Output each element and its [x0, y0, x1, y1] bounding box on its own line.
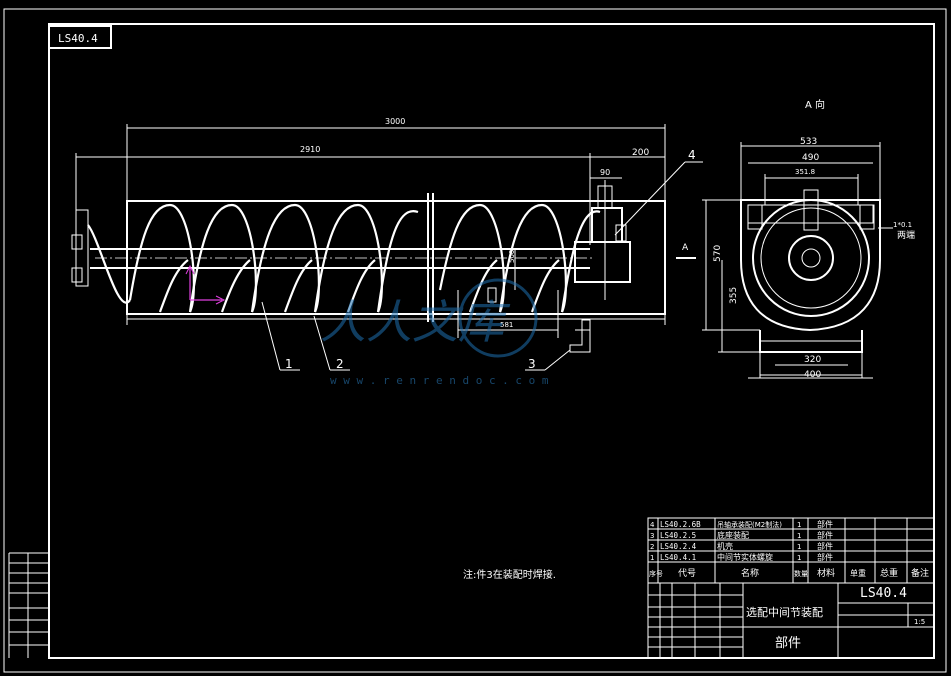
title-name: 选配中间节装配 — [746, 606, 823, 619]
balloon-2: 2 — [336, 357, 344, 371]
screw-flights — [87, 203, 601, 313]
bom-row-mat: 部件 — [817, 552, 833, 562]
bom-row-name: 机壳 — [717, 541, 733, 551]
arrow-label: A — [682, 243, 689, 253]
bom-row-qty: 1 — [797, 543, 801, 551]
outer-border — [3, 8, 947, 673]
assembly-note: 注:件3在装配时焊接. — [463, 568, 556, 581]
bom-header-no: 序号 — [649, 569, 663, 578]
housing — [126, 200, 666, 315]
bom-row-name: 中间节实体螺旋 — [717, 552, 773, 562]
dim-w490: 490 — [802, 153, 819, 163]
balloon-3: 3 — [528, 357, 536, 371]
side-note: 1*0.1 — [893, 221, 912, 229]
front-dimensions: 3000 2910 200 90 — [75, 117, 666, 245]
dim-h570: 570 — [713, 245, 723, 262]
svg-text:人人文库: 人人文库 — [320, 295, 511, 349]
dim-small: 90 — [600, 168, 610, 177]
dim-overall: 3000 — [385, 117, 405, 126]
bom-table: 4 LS40.2.6B 吊轴承装配(M2制法) 1 部件 3 LS40.2.5 … — [647, 517, 935, 584]
title-scale: 1:5 — [914, 618, 925, 626]
dim-w400: 400 — [804, 370, 821, 380]
code-box — [48, 25, 112, 49]
bom-row-no: 3 — [650, 532, 654, 540]
dim-span: 2910 — [300, 145, 320, 154]
title-code: LS40.4 — [860, 586, 907, 601]
title-type: 部件 — [775, 636, 801, 651]
view-label: A 向 — [805, 98, 825, 111]
watermark-url: w w w . r e n r e n d o c . c o m — [330, 374, 549, 387]
hanger-bearing — [574, 180, 631, 300]
side-note-2: 两端 — [897, 229, 915, 241]
balloon-1: 1 — [285, 357, 293, 371]
dim-w-inner: 351.8 — [795, 168, 815, 176]
bom-header-mat: 材料 — [817, 567, 835, 579]
bom-header-qty: 数量 — [794, 569, 808, 578]
front-view: 500 581 3000 2910 200 90 1 2 — [71, 117, 703, 371]
watermark: 人人文库 w w w . r e n r e n d o c . c o m — [320, 278, 549, 387]
title-block: LS40.4 选配中间节装配 部件 1:5 — [647, 582, 935, 659]
bom-header-unit-w: 单重 — [850, 568, 866, 578]
dim-h355: 355 — [729, 287, 739, 304]
bom-row-qty: 1 — [797, 532, 801, 540]
balloon-4: 4 — [688, 148, 696, 162]
dim-vertical: 500 — [508, 250, 516, 263]
bom-header-remark: 备注 — [911, 567, 929, 579]
side-view: A 向 533 490 351.8 570 — [702, 98, 915, 380]
inner-border — [48, 23, 935, 659]
bom-row-mat: 部件 — [817, 519, 833, 529]
bom-row-code: LS40.4.1 — [660, 553, 696, 562]
bom-header-total-w: 总重 — [880, 567, 898, 579]
bom-row-qty: 1 — [797, 554, 801, 562]
left-margin-table — [8, 552, 49, 658]
bom-row-name: 吊轴承装配(M2制法) — [717, 520, 782, 529]
dim-w320: 320 — [804, 355, 821, 365]
bom-row-mat: 部件 — [817, 541, 833, 551]
bom-row-code: LS40.2.5 — [660, 531, 696, 540]
dim-bottom: 581 — [500, 321, 513, 329]
bom-row-qty: 1 — [797, 521, 801, 529]
bom-row-name: 底座装配 — [717, 530, 749, 540]
trough-circle — [752, 199, 870, 317]
bom-header-name: 名称 — [741, 567, 759, 579]
part-balloons: 1 2 3 4 — [261, 148, 703, 371]
dim-end: 200 — [632, 148, 649, 158]
base-support — [569, 319, 591, 353]
dim-w533: 533 — [800, 137, 817, 147]
bom-row-no: 4 — [650, 521, 655, 529]
bom-header-code: 代号 — [678, 568, 696, 579]
ucs-icon — [185, 264, 226, 305]
bom-row-code: LS40.2.4 — [660, 542, 697, 551]
code-box-text: LS40.4 — [58, 32, 98, 45]
bom-row-mat: 部件 — [817, 530, 833, 540]
bom-row-no: 1 — [650, 554, 654, 562]
bom-row-no: 2 — [650, 543, 654, 551]
bom-row-code: LS40.2.6B — [660, 520, 701, 529]
